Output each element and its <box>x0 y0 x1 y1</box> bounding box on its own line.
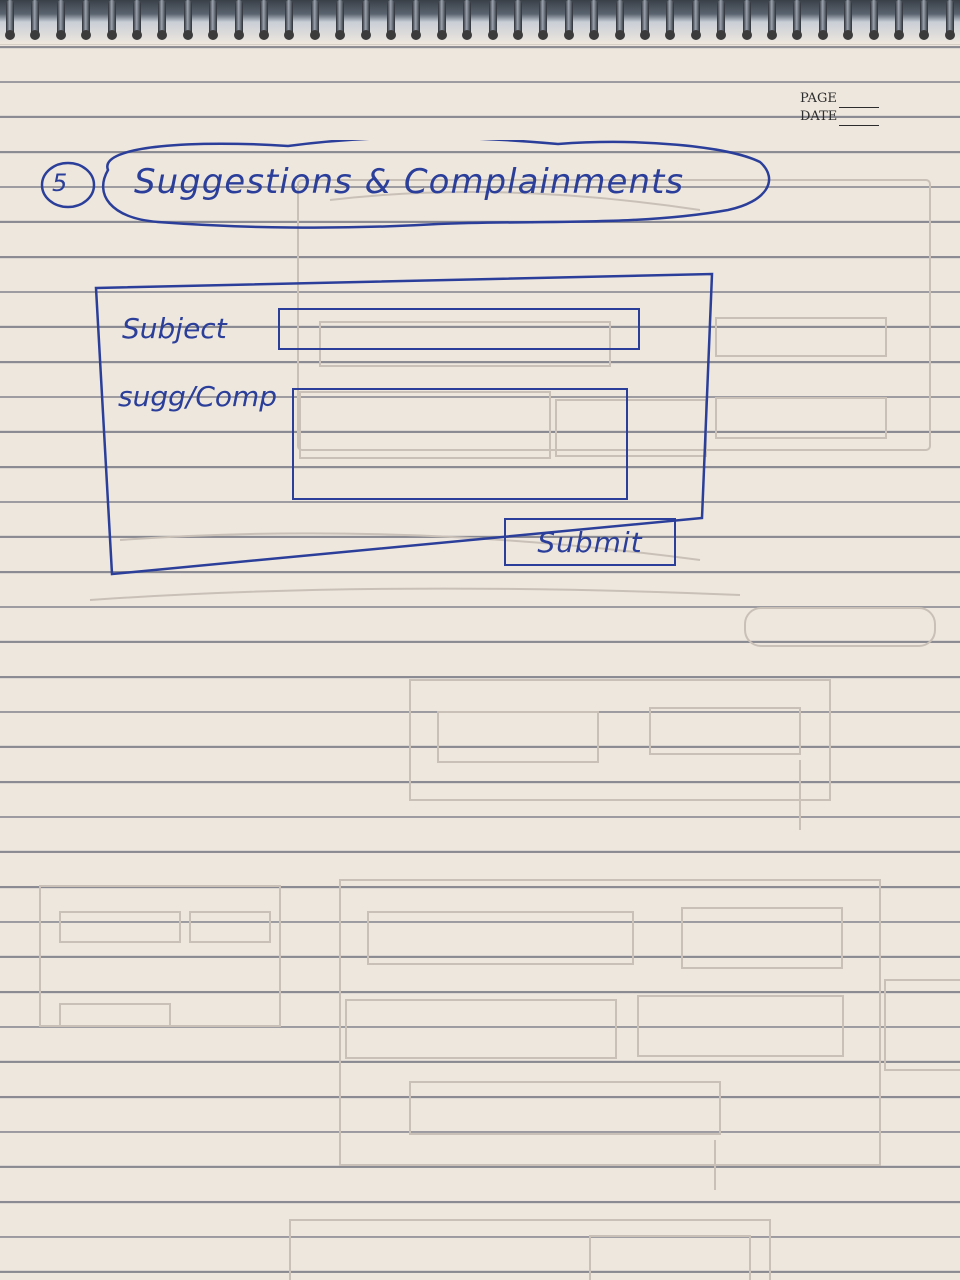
spiral-ring <box>82 0 91 38</box>
spiral-ring <box>31 0 40 38</box>
punch-hole <box>5 30 15 40</box>
submit-button[interactable]: Submit <box>504 518 676 566</box>
punch-hole <box>614 30 625 40</box>
spiral-ring <box>56 0 65 38</box>
punch-hole <box>284 30 295 40</box>
spiral-ring <box>539 0 548 38</box>
punch-hole <box>386 30 396 40</box>
spiral-ring <box>895 0 903 38</box>
punch-hole <box>360 30 371 40</box>
section-title: Suggestions & Complainments <box>134 162 685 202</box>
spiral-ring <box>818 0 827 38</box>
spiral-ring <box>793 0 802 38</box>
sugg-comp-label: sugg/Comp <box>118 380 278 413</box>
section-number: 5 <box>52 169 68 197</box>
spiral-ring <box>514 0 522 38</box>
punch-hole <box>182 30 193 40</box>
subject-input[interactable] <box>278 308 640 350</box>
punch-hole <box>767 30 777 40</box>
punch-hole <box>843 30 854 40</box>
spiral-ring <box>285 0 294 38</box>
number-circle <box>40 161 96 209</box>
punch-hole <box>208 30 219 40</box>
spiral-ring <box>158 0 167 38</box>
spiral-ring <box>6 0 14 38</box>
spiral-ring <box>463 0 472 38</box>
punch-hole <box>462 30 473 40</box>
punch-hole <box>335 30 346 40</box>
punch-hole <box>513 30 523 40</box>
punch-hole <box>792 30 803 40</box>
punch-hole <box>487 30 498 40</box>
spiral-ring <box>260 0 268 38</box>
spiral-ring <box>666 0 675 38</box>
page-label: PAGE <box>800 91 837 106</box>
spiral-ring <box>437 0 446 38</box>
punch-hole <box>944 30 955 40</box>
spiral-ring <box>488 0 497 38</box>
punch-hole <box>919 30 930 40</box>
form-frame <box>94 272 714 576</box>
spiral-ring <box>310 0 319 38</box>
punch-hole <box>563 30 574 40</box>
spiral-ring <box>183 0 192 38</box>
punch-hole <box>55 30 66 40</box>
page-field: PAGE <box>800 90 879 108</box>
page-title: 5 Suggestions & Complainments <box>38 140 773 230</box>
punch-hole <box>81 30 92 40</box>
punch-hole <box>259 30 269 40</box>
punch-hole <box>106 30 117 40</box>
punch-hole <box>665 30 676 40</box>
punch-hole <box>436 30 447 40</box>
spiral-ring <box>361 0 370 38</box>
punch-hole <box>741 30 752 40</box>
title-cloud-outline <box>40 140 771 229</box>
punch-hole <box>309 30 320 40</box>
date-blank <box>839 111 880 126</box>
punch-hole <box>589 30 600 40</box>
spiral-ring <box>209 0 218 38</box>
spiral-ring <box>133 0 141 38</box>
punch-hole <box>817 30 828 40</box>
spiral-ring <box>615 0 624 38</box>
punch-hole <box>716 30 727 40</box>
spiral-ring <box>590 0 599 38</box>
spiral-ring <box>742 0 751 38</box>
punch-hole <box>157 30 168 40</box>
punch-hole <box>640 30 650 40</box>
page-date-header: PAGE DATE <box>800 90 880 126</box>
spiral-ring <box>691 0 700 38</box>
spiral-ring <box>920 0 929 38</box>
spiral-ring <box>336 0 345 38</box>
punch-hole <box>868 30 879 40</box>
date-label: DATE <box>800 109 838 124</box>
spiral-ring <box>945 0 954 38</box>
spiral-binding <box>0 0 960 45</box>
punch-hole <box>132 30 142 40</box>
spiral-ring <box>107 0 116 38</box>
spiral-ring <box>387 0 395 38</box>
spiral-ring <box>564 0 573 38</box>
spiral-ring <box>412 0 421 38</box>
punch-hole <box>233 30 244 40</box>
spiral-ring <box>234 0 243 38</box>
date-field: DATE <box>800 108 880 126</box>
spiral-ring <box>844 0 853 38</box>
spiral-ring <box>768 0 776 38</box>
spiral-ring <box>641 0 649 38</box>
page-blank <box>838 93 879 108</box>
punch-hole <box>411 30 422 40</box>
punch-hole <box>894 30 904 40</box>
subject-label: Subject <box>122 312 227 345</box>
spiral-ring <box>717 0 726 38</box>
sugg-comp-textarea[interactable] <box>292 388 628 500</box>
punch-hole <box>538 30 549 40</box>
punch-hole <box>690 30 701 40</box>
suggestion-form-sketch: Subject sugg/Comp Submit <box>90 270 720 610</box>
spiral-ring <box>869 0 878 38</box>
punch-hole <box>30 30 41 40</box>
